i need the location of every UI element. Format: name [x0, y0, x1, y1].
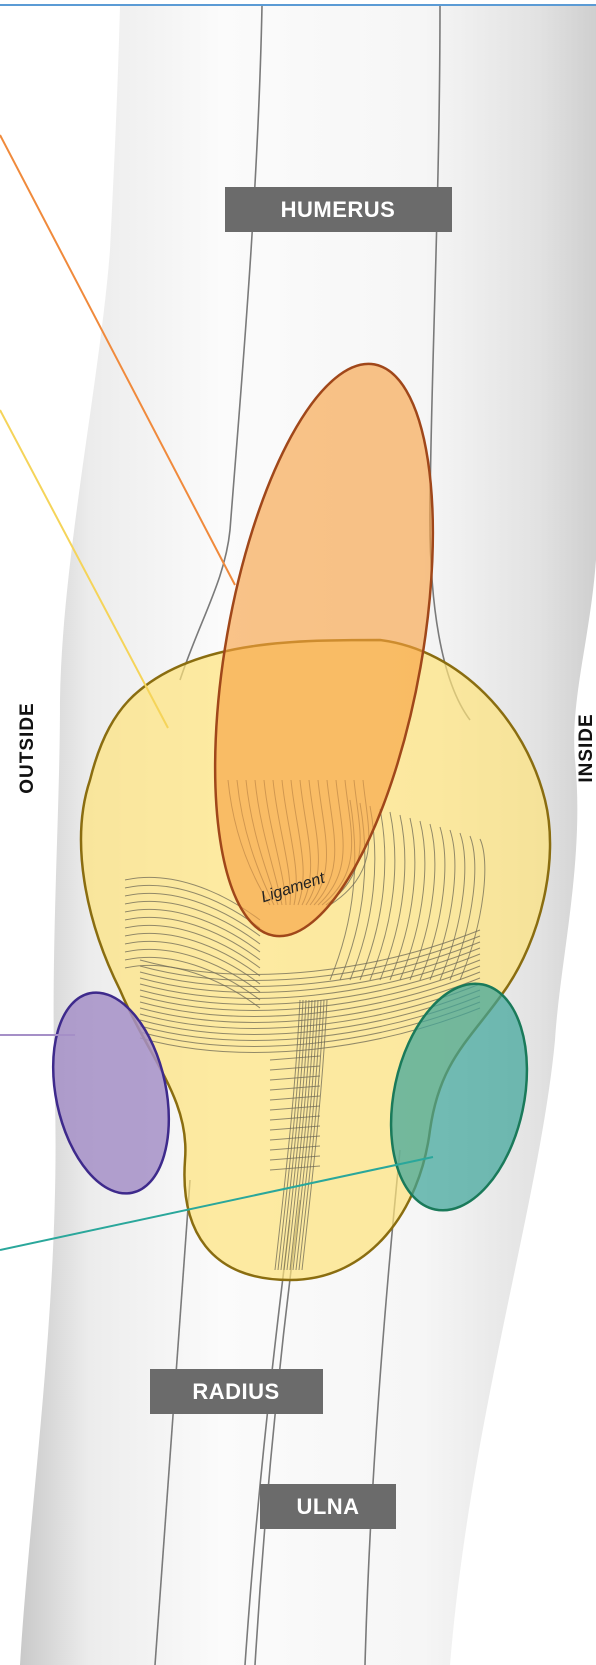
inside-label: INSIDE — [576, 713, 596, 782]
top-rule — [0, 4, 596, 6]
radius-label: RADIUS — [150, 1369, 323, 1414]
svg-text:HUMERUS: HUMERUS — [281, 197, 396, 222]
ulna-label: ULNA — [260, 1484, 396, 1529]
outside-label: OUTSIDE — [17, 702, 38, 793]
humerus-label: HUMERUS — [225, 187, 452, 232]
svg-text:RADIUS: RADIUS — [192, 1379, 279, 1404]
svg-text:ULNA: ULNA — [296, 1494, 359, 1519]
